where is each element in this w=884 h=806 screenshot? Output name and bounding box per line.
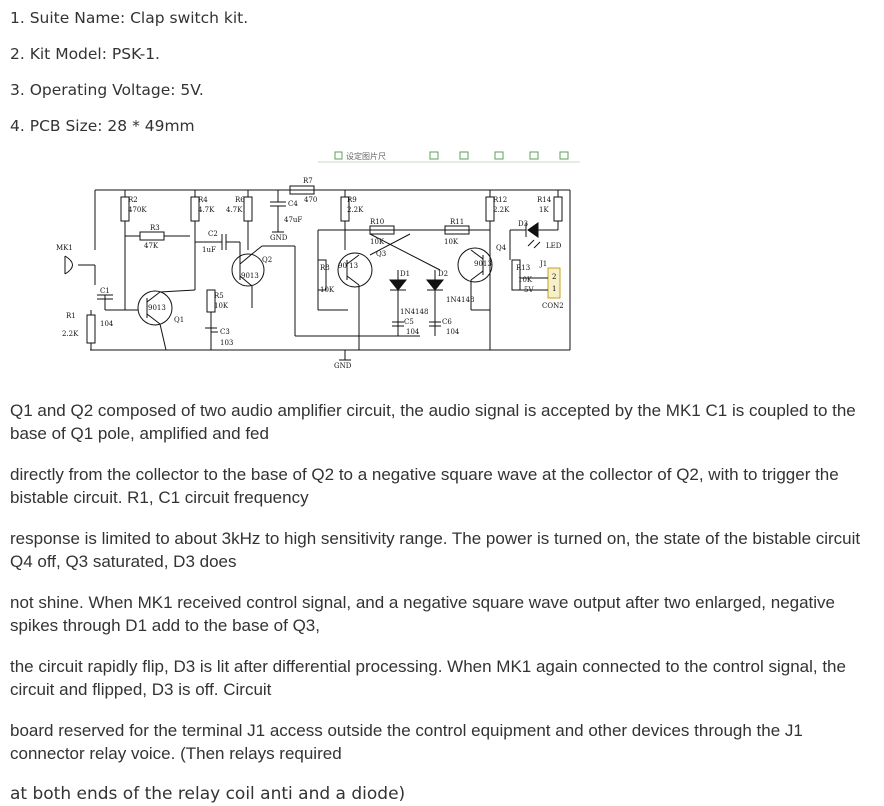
toolbar-icon (559, 151, 569, 160)
clap-switch-schematic: 设定图片尺 (56, 150, 580, 370)
label-r14-value: 1K (539, 206, 549, 214)
label-r12-value: 2.2K (493, 206, 510, 214)
label-c4-value: 47uF (284, 216, 302, 224)
toolbar-strip: 设定图片尺 (318, 150, 580, 163)
spec-pcb-size: 4. PCB Size: 28 * 49mm (10, 117, 195, 135)
label-r4: R4 (198, 196, 208, 204)
spec-suite-name: 1. Suite Name: Clap switch kit. (10, 9, 249, 27)
label-r11: R11 (450, 218, 464, 226)
label-c3-value: 103 (220, 339, 233, 347)
label-r6-value: 4.7K (226, 206, 243, 214)
toolbar-icon (459, 151, 469, 160)
label-r9: R9 (347, 196, 357, 204)
toolbar-icon (494, 151, 504, 160)
label-d1-type: 1N4148 (400, 308, 428, 316)
label-r2: R2 (128, 196, 138, 204)
label-r11-value: 10K (444, 238, 459, 246)
description-paragraph: the circuit rapidly flip, D3 is lit afte… (10, 657, 846, 699)
label-q4: Q4 (496, 244, 507, 252)
label-r9-value: 2.2K (347, 206, 364, 214)
label-r6: R6 (235, 196, 245, 204)
label-q1-type: 9013 (148, 304, 166, 312)
component-labels: R7 470 R2 470K R4 4.7K R6 4.7K C4 47uF R… (56, 177, 564, 370)
label-c1: C1 (100, 287, 110, 295)
label-r10-value: 10K (370, 238, 385, 246)
label-r1: R1 (66, 312, 76, 320)
label-q1: Q1 (174, 316, 184, 324)
label-q2-type: 9013 (241, 272, 259, 280)
label-q4-type: 9013 (474, 260, 492, 268)
label-r4-value: 4.7K (198, 206, 215, 214)
label-j1: J1 (539, 260, 547, 268)
description-paragraph: Q1 and Q2 composed of two audio amplifie… (10, 401, 856, 443)
label-r1-value: 2.2K (62, 330, 79, 338)
label-c5-value: 104 (406, 328, 420, 336)
label-con2: CON2 (542, 302, 564, 310)
label-r3-value: 47K (144, 242, 159, 250)
label-r5-value: 10K (214, 302, 229, 310)
label-c3: C3 (220, 328, 230, 336)
label-r8: R8 (320, 264, 330, 272)
description-paragraph: directly from the collector to the base … (10, 465, 839, 507)
label-r13: R13 (516, 264, 530, 272)
label-d2-type: 1N4148 (446, 296, 474, 304)
label-mk1: MK1 (56, 244, 73, 252)
label-q2: Q2 (262, 256, 272, 264)
label-pin-1: 1 (552, 285, 556, 293)
label-r13-value: 10K (518, 276, 533, 284)
label-r7: R7 (303, 177, 313, 185)
spec-operating-voltage: 3. Operating Voltage: 5V. (10, 81, 204, 99)
label-d3: D3 (518, 220, 528, 228)
spec-kit-model: 2. Kit Model: PSK-1. (10, 45, 160, 63)
label-q3: Q3 (376, 250, 386, 258)
label-led: LED (546, 242, 562, 250)
label-r3: R3 (150, 224, 160, 232)
toolbar-icon (429, 151, 439, 160)
label-d2: D2 (438, 270, 448, 278)
label-c2-value: 1uF (202, 246, 216, 254)
description-paragraph: response is limited to about 3kHz to hig… (10, 529, 861, 571)
description-paragraph: at both ends of the relay coil anti and … (10, 784, 406, 804)
label-r14: R14 (537, 196, 552, 204)
label-gnd-top: GND (270, 234, 288, 242)
label-r2-value: 470K (128, 206, 147, 214)
toolbar-icon (529, 151, 539, 160)
label-c6: C6 (442, 318, 452, 326)
label-r7-value: 470 (304, 196, 317, 204)
toolbar-icon (334, 151, 343, 160)
label-r8-value: 10K (320, 286, 335, 294)
label-r10: R10 (370, 218, 384, 226)
wiring (64, 185, 571, 361)
label-c4: C4 (288, 200, 298, 208)
label-d1: D1 (400, 270, 410, 278)
description-paragraph: not shine. When MK1 received control sig… (10, 593, 836, 635)
label-c2: C2 (208, 230, 218, 238)
label-c1-value: 104 (100, 320, 114, 328)
toolbar-text: 设定图片尺 (346, 151, 386, 161)
label-q3-type: 90 13 (338, 262, 358, 270)
label-gnd: GND (334, 362, 352, 370)
label-r5: R5 (214, 292, 224, 300)
description-paragraph: board reserved for the terminal J1 acces… (10, 721, 803, 763)
label-c5: C5 (404, 318, 414, 326)
label-5v: 5V (524, 286, 534, 294)
label-r12: R12 (493, 196, 507, 204)
label-pin-2: 2 (552, 273, 556, 281)
label-c6-value: 104 (446, 328, 460, 336)
